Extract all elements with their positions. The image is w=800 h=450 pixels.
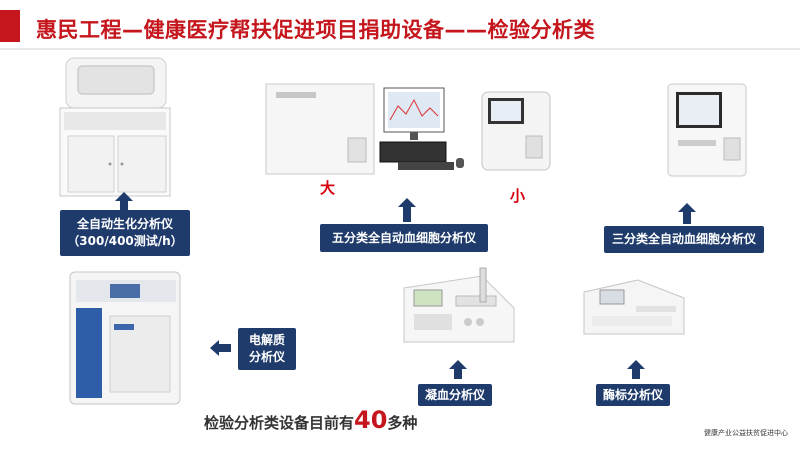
title-bar: 惠民工程—健康医疗帮扶促进项目捐助设备——检验分析类 bbox=[0, 0, 800, 50]
arrow-up-biochem-stem bbox=[120, 200, 128, 210]
five-part-label: 五分类全自动血细胞分析仪 bbox=[320, 224, 488, 252]
arrow-up-coag-stem bbox=[454, 369, 462, 379]
electrolyte-label-line2: 分析仪 bbox=[248, 350, 285, 364]
elisa-label: 酶标分析仪 bbox=[596, 384, 670, 406]
device-count-value: 40 bbox=[354, 406, 388, 434]
biochem-analyzer-image bbox=[59, 57, 171, 197]
arrow-up-coag-head bbox=[449, 360, 467, 369]
elisa-reader-image bbox=[583, 279, 685, 335]
arrow-up-elisa-stem bbox=[632, 369, 640, 379]
electrolyte-analyzer-image bbox=[69, 271, 181, 405]
arrow-up-five-part-head bbox=[398, 198, 416, 207]
compact-five-part-analyzer-image bbox=[481, 91, 551, 171]
arrow-left-electrolyte-head bbox=[210, 340, 219, 356]
device-count-suffix: 多种 bbox=[387, 414, 418, 432]
arrow-up-biochem-head bbox=[115, 192, 133, 201]
device-count-prefix: 检验分析类设备目前有 bbox=[204, 414, 355, 432]
coagulation-label: 凝血分析仪 bbox=[418, 384, 492, 406]
biochem-label-line1: 全自动生化分析仪 bbox=[76, 217, 173, 231]
arrow-up-elisa-head bbox=[627, 360, 645, 369]
organization-watermark: 健康产业公益扶贫促进中心 bbox=[704, 429, 788, 437]
three-part-label: 三分类全自动血细胞分析仪 bbox=[604, 226, 764, 253]
large-size-mark: 大 bbox=[320, 179, 336, 197]
device-count-note: 检验分析类设备目前有40多种 bbox=[204, 406, 417, 434]
computer-workstation-image bbox=[379, 87, 464, 170]
biochem-label: 全自动生化分析仪 （300/400测试/h） bbox=[60, 210, 190, 256]
arrow-up-three-part-stem bbox=[683, 212, 691, 224]
electrolyte-label: 电解质 分析仪 bbox=[238, 328, 296, 370]
arrow-up-five-part-stem bbox=[403, 207, 411, 222]
title-divider bbox=[0, 48, 800, 50]
arrow-left-electrolyte-stem bbox=[219, 344, 231, 352]
five-part-analyzer-image bbox=[265, 83, 375, 175]
title-accent-bar bbox=[0, 10, 20, 42]
coagulation-analyzer-image bbox=[403, 267, 515, 343]
biochem-label-line2: （300/400测试/h） bbox=[67, 234, 183, 248]
arrow-up-three-part-head bbox=[678, 203, 696, 212]
small-size-mark: 小 bbox=[510, 187, 526, 205]
three-part-analyzer-image bbox=[667, 83, 747, 177]
electrolyte-label-line1: 电解质 bbox=[248, 333, 285, 347]
page-title: 惠民工程—健康医疗帮扶促进项目捐助设备——检验分析类 bbox=[36, 18, 595, 42]
